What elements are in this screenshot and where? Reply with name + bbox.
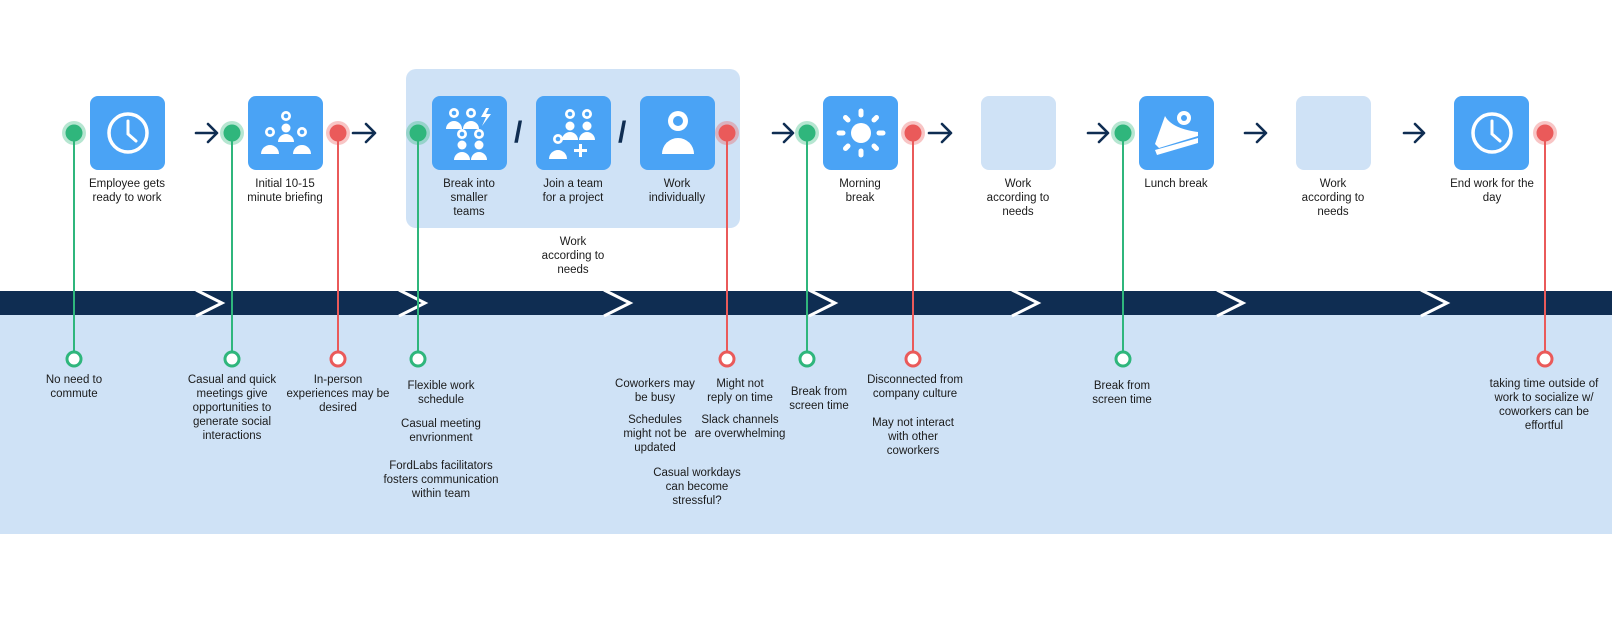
band-chevron [195,288,226,318]
step-label: Break into smaller teams [443,178,495,218]
negative-marker [904,124,922,142]
group-caption: Work according to needs [541,236,605,276]
step-icon-box [823,96,898,170]
step-label: Initial 10-15 minute briefing [247,178,323,204]
arrow-right-icon [771,122,795,144]
negative-note: Casual workdays can become stressful? [653,467,741,507]
sun-icon [836,108,885,158]
positive-note: FordLabs facilitators fosters communicat… [383,460,499,500]
band-chevron [1011,288,1042,318]
positive-ring-marker [223,350,241,368]
positive-marker [223,124,241,142]
join-team-icon [548,109,595,159]
step-label: Morning break [839,178,881,204]
positive-note: Break from screen time [789,386,849,412]
negative-marker [718,124,736,142]
band-chevron [808,288,839,318]
step-icon-box [248,96,323,170]
step-label: Work individually [648,178,706,204]
step-label: Lunch break [1144,178,1208,190]
negative-note: Schedules might not be updated [623,414,687,454]
band-chevron [603,288,634,318]
cake-slice-icon [1154,111,1198,155]
negative-note: Slack channels are overwhelming [694,414,786,440]
step-label: Join a team for a project [542,178,604,204]
positive-marker [1114,124,1132,142]
step-label: Work according to needs [986,178,1050,218]
positive-marker [409,124,427,142]
step-icon-box [432,96,507,170]
person-icon [661,111,694,154]
arrow-right-icon [927,122,953,144]
step-icon-box-empty [1296,96,1371,170]
negative-marker [329,124,347,142]
or-separator: / [514,116,523,149]
step-icon-box [640,96,715,170]
negative-ring-marker [1536,350,1554,368]
positive-ring-marker [65,350,83,368]
positive-marker [798,124,816,142]
negative-ring-marker [718,350,736,368]
step-icon-box-empty [981,96,1056,170]
positive-note: No need to commute [45,374,103,400]
step-label: Employee gets ready to work [88,178,166,204]
arrow-right-icon [351,122,377,144]
band-chevron [1420,288,1451,318]
arrow-right-icon [1402,122,1426,144]
step-icon-box [1454,96,1529,170]
negative-ring-marker [904,350,922,368]
negative-note: Disconnected from company culture [867,374,963,400]
band-chevron [1216,288,1247,318]
or-separator: / [618,116,627,149]
positive-ring-marker [798,350,816,368]
step-icon-box [1139,96,1214,170]
positive-note: Casual and quick meetings give opportuni… [187,374,277,442]
positive-note: Break from screen time [1092,380,1152,406]
positive-note: Flexible work schedule [407,380,475,406]
step-icon-box [90,96,165,170]
arrow-right-icon [1086,122,1110,144]
negative-note: Coworkers may be busy [615,378,695,404]
step-label: Work according to needs [1301,178,1365,218]
band-chevron [398,288,429,318]
positive-marker [65,124,83,142]
arrow-right-icon [194,122,219,144]
step-label: End work for the day [1450,178,1534,204]
positive-ring-marker [1114,350,1132,368]
negative-note: May not interact with other coworkers [872,417,954,457]
negative-note: In-person experiences may be desired [286,374,390,414]
clock-icon [106,112,149,154]
step-icon-box [536,96,611,170]
positive-ring-marker [409,350,427,368]
group-icon [260,111,311,154]
negative-marker [1536,124,1554,142]
negative-ring-marker [329,350,347,368]
negative-note: Might not reply on time [707,378,773,404]
arrow-right-icon [1243,122,1268,144]
teams-split-icon [445,108,491,160]
positive-note: Casual meeting envrionment [401,418,481,444]
clock-icon [1470,112,1513,154]
negative-note: taking time outside of work to socialize… [1489,378,1599,432]
